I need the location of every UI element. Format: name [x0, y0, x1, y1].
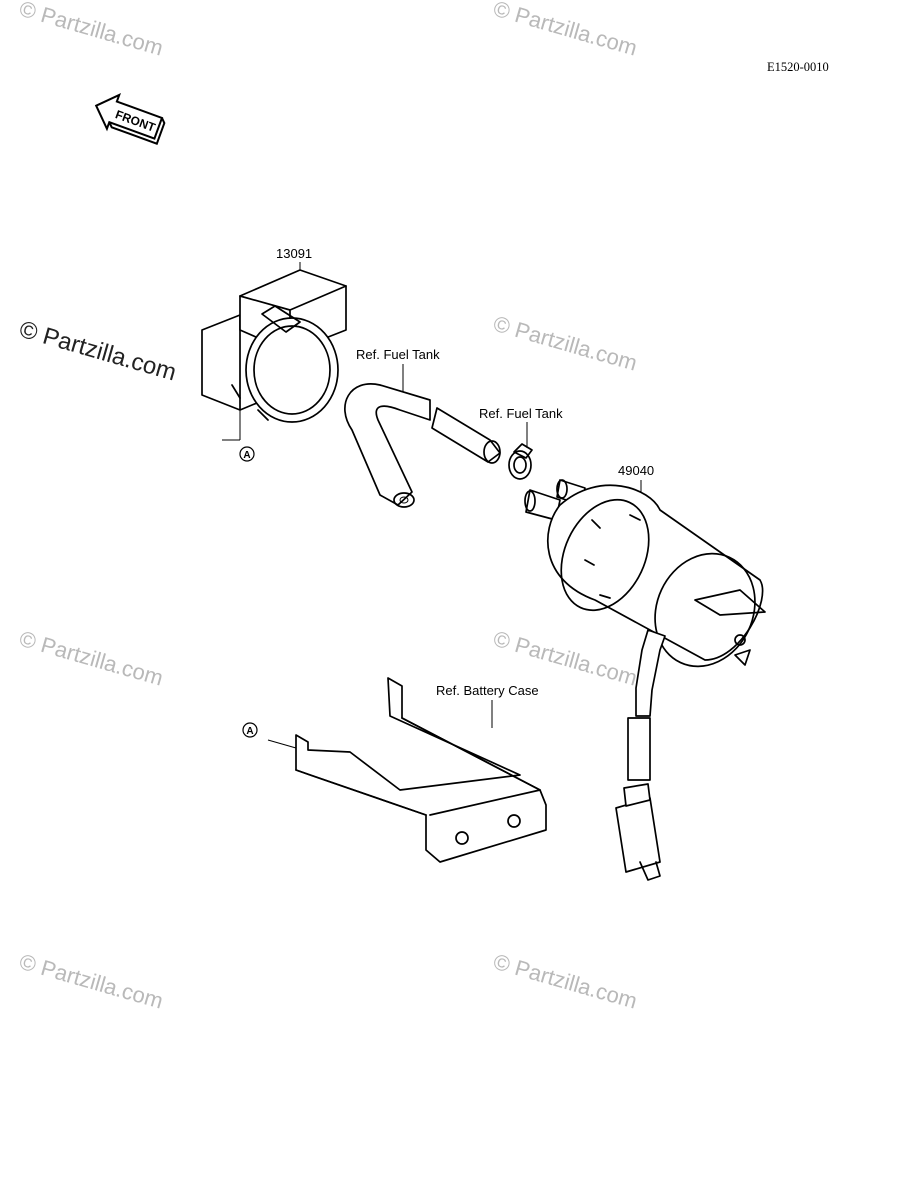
- part-number-13091: 13091: [276, 246, 312, 261]
- ref-battery-case-label: Ref. Battery Case: [436, 683, 539, 698]
- watermark-2: © Partzilla.com: [491, 0, 640, 61]
- watermark-6: © Partzilla.com: [17, 949, 166, 1014]
- hose-clip: Ref. Fuel Tank: [479, 406, 563, 480]
- ref-fuel-tank-label-1: Ref. Fuel Tank: [356, 347, 440, 362]
- front-arrow-icon: FRONT: [94, 93, 166, 146]
- ref-marker-a-top: A: [239, 446, 255, 462]
- watermark-1: © Partzilla.com: [17, 0, 166, 61]
- diagram-code: E1520-0010: [767, 60, 829, 74]
- leader-a-bottom: [267, 739, 297, 749]
- svg-text:A: A: [243, 450, 250, 461]
- watermark-5: © Partzilla.com: [491, 626, 640, 691]
- svg-text:A: A: [246, 726, 253, 737]
- part-49040-fuel-pump: 49040: [524, 463, 766, 881]
- watermark-4: © Partzilla.com: [17, 626, 166, 691]
- ref-fuel-tank-label-2: Ref. Fuel Tank: [479, 406, 563, 421]
- watermark-7: © Partzilla.com: [491, 949, 640, 1014]
- watermark-main: © Partzilla.com: [16, 316, 179, 387]
- ref-marker-a-bottom: A: [242, 722, 258, 738]
- battery-case-bracket: Ref. Battery Case: [267, 677, 547, 863]
- part-number-49040: 49040: [618, 463, 654, 478]
- part-13091-bracket: 13091: [201, 246, 347, 441]
- fuel-hose: Ref. Fuel Tank: [344, 347, 501, 508]
- watermark-3: © Partzilla.com: [491, 311, 640, 376]
